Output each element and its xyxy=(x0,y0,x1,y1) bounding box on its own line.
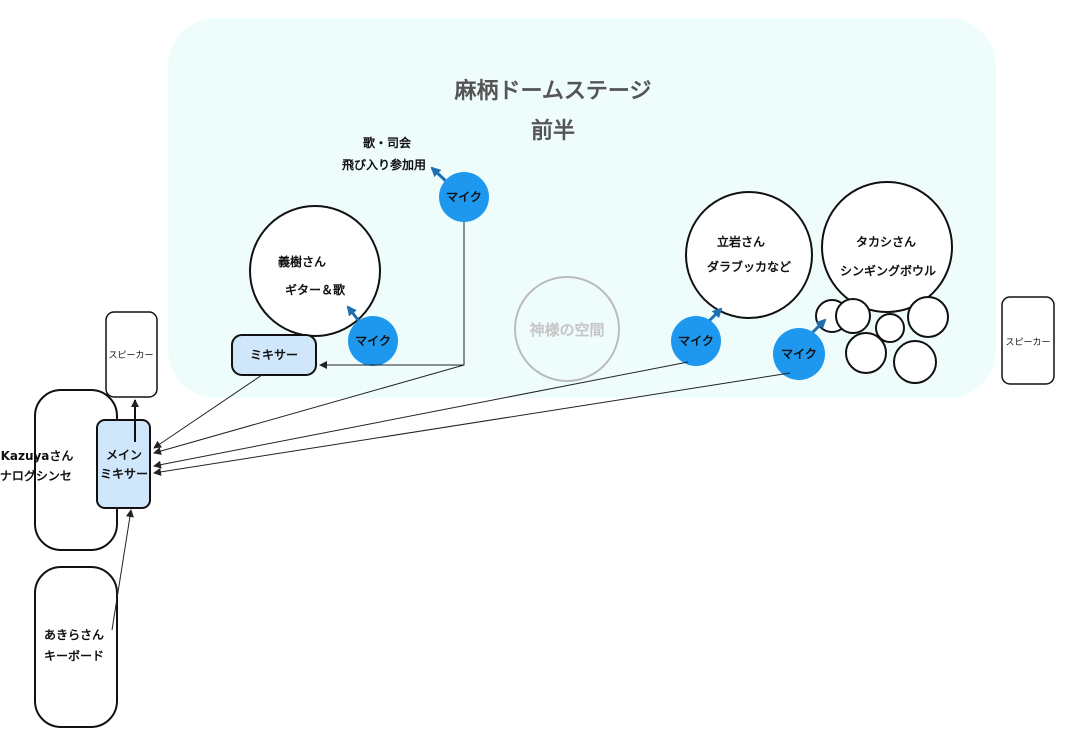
open-mic-text: マイク xyxy=(446,190,482,204)
yoshiki-name: 義樹さん xyxy=(278,254,326,269)
yoshiki-performer xyxy=(249,205,381,337)
tateiwa-mic xyxy=(671,316,721,366)
shrine-space xyxy=(514,276,620,382)
takashi-performer xyxy=(821,181,953,313)
line-takashi-to-main xyxy=(153,372,791,476)
signal-lines xyxy=(111,222,791,631)
speaker-left-label: スピーカー xyxy=(108,350,153,361)
yoshiki-mic-text: マイク xyxy=(355,334,391,348)
akira-role: キーボード xyxy=(44,648,104,663)
yoshiki-role: ギター＆歌 xyxy=(285,282,346,297)
stage-title: 麻柄ドームステージ xyxy=(454,78,652,104)
tateiwa-name: 立岩さん xyxy=(717,234,765,249)
line-stage-mixer-to-main xyxy=(153,374,263,449)
line-akira-to-main xyxy=(111,509,134,631)
kazuya-name: Kazuyaさん xyxy=(1,449,74,463)
kazuya-role: アナログシンセ xyxy=(0,468,72,483)
takashi-mic-text: マイク xyxy=(781,347,817,361)
singing-bowl xyxy=(893,340,937,384)
akira-station xyxy=(34,566,118,728)
stage-mixer xyxy=(231,334,317,376)
takashi-name: タカシさん xyxy=(856,235,916,249)
akira-name: あきらさん xyxy=(44,628,104,642)
speaker-right-label: スピーカー xyxy=(1005,337,1050,348)
singing-bowl xyxy=(907,296,949,338)
open-mic-label: 歌・司会 xyxy=(363,135,412,150)
singing-bowl xyxy=(835,298,871,334)
line-open-mic-to-main xyxy=(153,364,465,455)
shrine-label: 神様の空間 xyxy=(529,321,604,339)
main-mixer-label: メイン xyxy=(106,448,142,462)
singing-bowl xyxy=(845,332,887,374)
open-mic xyxy=(439,172,489,222)
speaker-right xyxy=(1001,296,1055,385)
tateiwa-role: ダラブッカなど xyxy=(707,259,791,274)
yoshiki-mic xyxy=(348,316,398,366)
stage-subtitle: 前半 xyxy=(531,118,575,144)
line-tateiwa-to-main xyxy=(153,361,689,469)
speaker-left xyxy=(105,311,158,398)
singing-bowl xyxy=(875,313,905,343)
open-mic-label-2: 飛び入り参加用 xyxy=(341,157,426,172)
tateiwa-mic-text: マイク xyxy=(678,334,714,348)
main-mixer xyxy=(96,419,151,509)
takashi-role: シンギングボウル xyxy=(840,263,936,278)
stage-mixer-label: ミキサー xyxy=(250,348,298,362)
singing-bowls xyxy=(815,296,949,384)
takashi-mic xyxy=(773,328,825,380)
main-mixer-label-2: ミキサー xyxy=(100,467,148,481)
tateiwa-performer xyxy=(685,191,813,319)
